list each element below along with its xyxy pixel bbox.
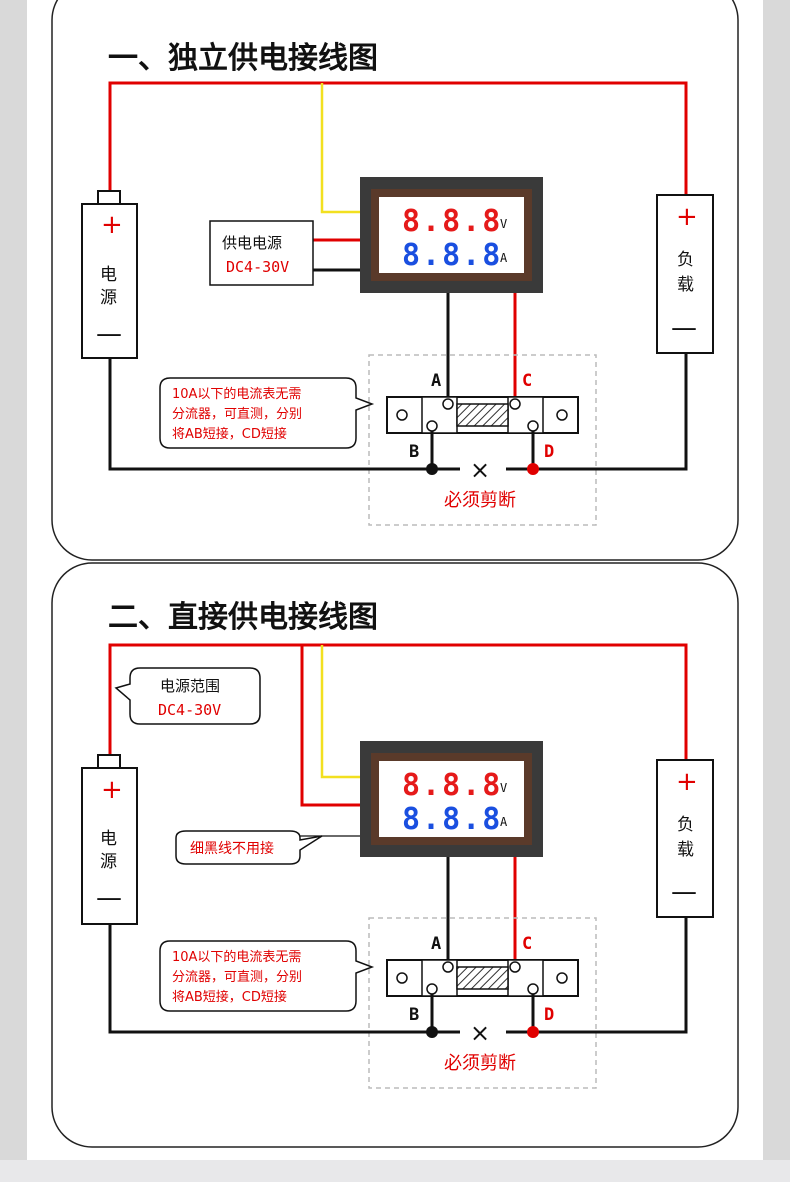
load-negative-wire bbox=[506, 353, 688, 471]
pin-d: D bbox=[544, 442, 554, 462]
junction-d-2 bbox=[527, 1026, 539, 1038]
shunt-2 bbox=[386, 959, 579, 997]
meter-2-current-unit: A bbox=[500, 815, 508, 829]
supply-voltage: DC4-30V bbox=[226, 258, 289, 276]
note-callout-2: 10A以下的电流表无需 分流器，可直测，分别 将AB短接，CD短接 bbox=[159, 940, 375, 1012]
meter: 8.8.8 V 8.8.8 A bbox=[360, 177, 543, 293]
battery-negative-wire bbox=[108, 358, 460, 471]
meter-current-unit: A bbox=[500, 251, 508, 265]
load: + 负 载 — bbox=[656, 194, 714, 354]
supply-box: 供电电源 DC4-30V bbox=[209, 220, 314, 286]
cut-mark: × bbox=[470, 456, 490, 484]
meter-2-voltage-digits: 8.8.8 bbox=[402, 768, 502, 803]
note-2-line-1: 10A以下的电流表无需 bbox=[172, 949, 301, 965]
yellow-wire bbox=[320, 83, 362, 214]
meter-voltage-digits: 8.8.8 bbox=[402, 204, 502, 239]
battery-label-2: 源 bbox=[100, 288, 117, 308]
battery-minus: — bbox=[96, 319, 122, 349]
note-line-2: 分流器，可直测，分别 bbox=[172, 407, 302, 422]
battery-plus: + bbox=[101, 210, 123, 240]
note-2-line-3: 将AB短接，CD短接 bbox=[172, 989, 287, 1005]
meter-current-digits: 8.8.8 bbox=[402, 238, 502, 273]
pin-c-2: C bbox=[522, 934, 532, 954]
load-2-label-2: 载 bbox=[677, 840, 694, 860]
diagram-2-title: 二、直接供电接线图 bbox=[108, 600, 378, 635]
shunt bbox=[386, 396, 579, 434]
load-2-minus: — bbox=[671, 877, 697, 907]
supply-label: 供电电源 bbox=[222, 234, 282, 252]
load-plus: + bbox=[676, 202, 698, 232]
load-2-plus: + bbox=[676, 767, 698, 797]
battery-2-label-1: 电 bbox=[100, 829, 117, 849]
battery-2-negative-wire bbox=[108, 924, 460, 1034]
load-label-1: 负 bbox=[677, 250, 694, 270]
thin-wire-note: 细黑线不用接 bbox=[175, 830, 323, 865]
cut-label-2: 必须剪断 bbox=[444, 1053, 516, 1074]
load-2-label-1: 负 bbox=[677, 815, 694, 835]
note-line-3: 将AB短接，CD短接 bbox=[172, 426, 287, 442]
battery-2-label-2: 源 bbox=[100, 852, 117, 872]
junction-d bbox=[527, 463, 539, 475]
meter-screen bbox=[379, 197, 524, 273]
meter-2: 8.8.8 V 8.8.8 A bbox=[360, 741, 543, 857]
pin-c: C bbox=[522, 371, 532, 391]
diagram-1-title: 一、独立供电接线图 bbox=[108, 41, 378, 76]
pin-a-2: A bbox=[431, 934, 441, 954]
meter-voltage-unit: V bbox=[500, 217, 507, 231]
battery-label-1: 电 bbox=[100, 265, 117, 285]
range-label: 电源范围 bbox=[160, 677, 220, 695]
note-line-1: 10A以下的电流表无需 bbox=[172, 386, 301, 402]
junction-b bbox=[426, 463, 438, 475]
top-red-wire-2 bbox=[108, 643, 688, 760]
load-2-negative-wire bbox=[506, 917, 688, 1034]
meter-power-red-wire bbox=[300, 645, 362, 807]
note-2-line-2: 分流器，可直测，分别 bbox=[172, 970, 302, 985]
battery: + 电 源 — bbox=[81, 190, 138, 359]
battery-2-plus: + bbox=[101, 775, 123, 805]
meter-2-voltage-unit: V bbox=[500, 781, 507, 795]
range-bubble: 电源范围 DC4-30V bbox=[114, 667, 261, 725]
cut-mark-2: × bbox=[470, 1019, 490, 1047]
diagram-2: 二、直接供电接线图 电源范围 DC4-30V + 电 源 — bbox=[51, 562, 739, 1148]
cut-label: 必须剪断 bbox=[444, 490, 516, 511]
top-red-wire bbox=[108, 81, 688, 195]
junction-b-2 bbox=[426, 1026, 438, 1038]
pin-a: A bbox=[431, 371, 441, 391]
diagram-1: 一、独立供电接线图 + 电 源 — + 负 载 bbox=[51, 0, 739, 561]
meter-2-current-digits: 8.8.8 bbox=[402, 802, 502, 837]
range-voltage: DC4-30V bbox=[158, 701, 221, 719]
thin-wire-note-text: 细黑线不用接 bbox=[190, 840, 274, 857]
pin-b: B bbox=[409, 442, 419, 462]
pin-d-2: D bbox=[544, 1005, 554, 1025]
note-callout: 10A以下的电流表无需 分流器，可直测，分别 将AB短接，CD短接 bbox=[159, 377, 375, 449]
battery-2: + 电 源 — bbox=[81, 754, 138, 925]
load-2: + 负 载 — bbox=[656, 759, 714, 918]
pin-b-2: B bbox=[409, 1005, 419, 1025]
meter-2-screen bbox=[379, 761, 524, 837]
load-minus: — bbox=[671, 313, 697, 343]
bottom-bar bbox=[0, 1160, 790, 1182]
load-label-2: 载 bbox=[677, 275, 694, 295]
yellow-wire-2 bbox=[320, 645, 362, 779]
battery-2-minus: — bbox=[96, 883, 122, 913]
